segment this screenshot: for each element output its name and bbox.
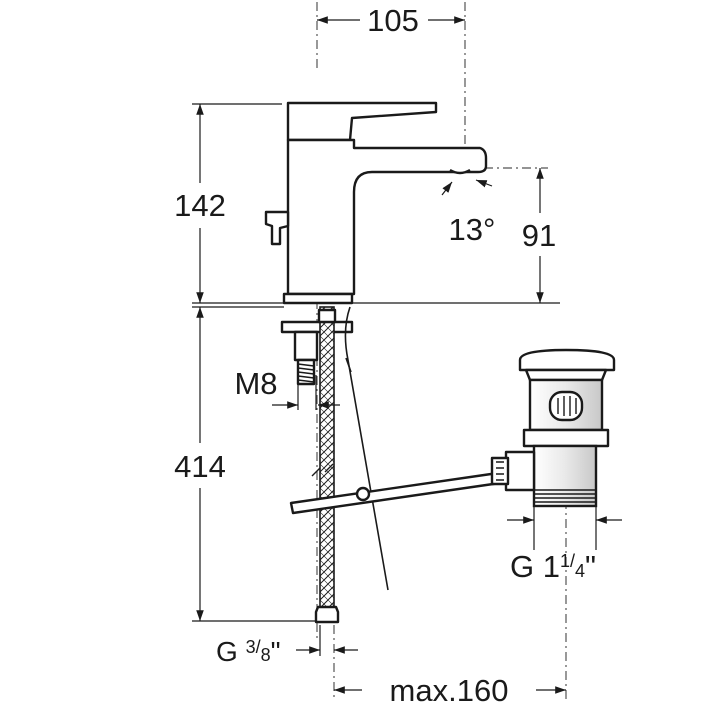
dimension-lines	[196, 16, 622, 694]
mounting-nut	[293, 330, 319, 362]
faucet-spout	[286, 138, 488, 296]
drain-nut	[522, 428, 610, 448]
overall-height-label: 142	[174, 188, 226, 223]
spout-height-label: 91	[522, 218, 556, 253]
drain-thread-label: G 11/4"	[510, 549, 596, 584]
side-fitting	[504, 450, 536, 492]
thread-bolt-label: M8	[234, 366, 277, 401]
flexible-hose	[319, 306, 335, 608]
spout-angle-label: 13°	[449, 212, 496, 247]
drain-cap	[518, 348, 616, 372]
spout-reach-label: 105	[367, 3, 419, 38]
base-plate	[282, 292, 354, 305]
rod-clip	[355, 486, 371, 502]
aerator	[449, 168, 471, 175]
max-offset-label: max.160	[390, 673, 509, 708]
faucet-body	[264, 101, 488, 305]
pop-up-knob	[264, 210, 290, 246]
mounting-assembly	[280, 306, 354, 624]
hose-length-label: 414	[174, 449, 226, 484]
extension-lines	[192, 103, 597, 622]
hose-collar	[317, 308, 337, 324]
hose-thread-label: G 3/8"	[216, 636, 281, 667]
hose-nut	[314, 605, 340, 624]
lever-handle	[286, 101, 438, 142]
drain-assembly	[490, 348, 616, 508]
dimension-labels: 105 142 13° 91 M8 414 G 11/4" G 3/8" max…	[174, 3, 596, 708]
washer	[280, 320, 354, 334]
drain-flange	[524, 368, 608, 382]
